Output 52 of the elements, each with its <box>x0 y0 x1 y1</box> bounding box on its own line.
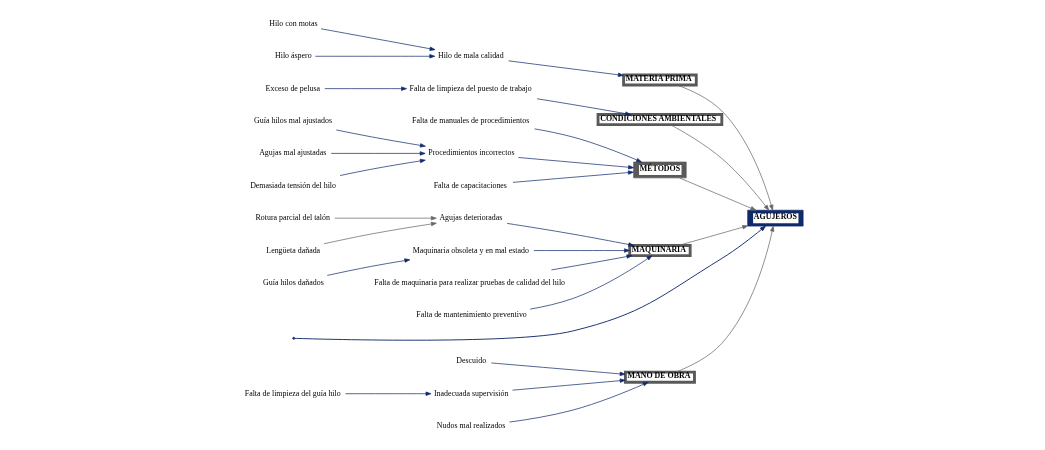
arrow <box>339 158 426 176</box>
node-text: Hilo de mala calidad <box>437 51 504 61</box>
node-text: Guía hilos dañados <box>263 277 324 287</box>
node-text: Maquinaria obsoleta y en mal estado <box>412 245 529 255</box>
node-text: Rotura parcial del talón <box>255 213 330 223</box>
arrow <box>678 225 749 246</box>
node-text: Nudos mal realizados <box>436 421 506 431</box>
node-text: Agujas mal ajustadas <box>259 148 327 158</box>
node-text: Agujas deterioradas <box>439 213 503 223</box>
arrow <box>518 157 634 170</box>
node-text: Demasiada tensión del hilo <box>250 180 337 190</box>
arrow <box>533 248 630 253</box>
node-text: Procedimientos incorrectos <box>428 148 515 158</box>
arrow <box>676 84 774 211</box>
node-text: Guía hilos mal ajustados <box>254 116 333 126</box>
arrow <box>675 225 775 373</box>
node-text: Falta de limpieza del puesto de trabajo <box>409 83 532 93</box>
arrow <box>529 255 653 310</box>
node-text: Falta de capacitaciones <box>433 180 507 190</box>
node-box: MANO DE OBRA <box>623 370 696 384</box>
arrow <box>323 221 437 245</box>
arrow <box>508 60 624 77</box>
arrow <box>320 28 436 51</box>
node-text: Falta de limpieza del guía hilo <box>244 388 341 398</box>
arrow <box>326 258 411 276</box>
arrow <box>509 381 649 423</box>
arrow <box>294 225 766 341</box>
node-text: Falta de mantenimiento preventivo <box>416 310 527 320</box>
arrow <box>324 86 407 91</box>
arrow <box>330 151 426 156</box>
node-text: Exceso de pelusa <box>265 83 321 93</box>
arrow <box>679 177 757 211</box>
node-text: Inadecuada supervisión <box>434 388 509 398</box>
arrow <box>512 170 634 183</box>
arrow <box>512 378 626 391</box>
arrow <box>670 124 770 211</box>
arrow <box>491 362 626 376</box>
node-text: Falta de manuales de procedimientos <box>412 116 530 126</box>
arrow <box>335 129 426 148</box>
node-text: Descuido <box>456 356 487 366</box>
node-box: MATERIA PRIMA <box>622 73 698 87</box>
node-text: Lengüeta dañada <box>266 245 321 255</box>
node-text: Hilo áspero <box>274 51 312 61</box>
arrow <box>345 391 432 396</box>
node-text: Falta de maquinaria para realizar pruebas de calidad del hilo <box>374 277 566 287</box>
arrow <box>551 254 633 271</box>
node-text: Hilo con motas <box>269 18 318 28</box>
arrow <box>536 98 631 116</box>
arrow <box>534 128 642 163</box>
arrow <box>334 216 437 221</box>
arrow <box>506 223 635 247</box>
arrow <box>315 54 436 59</box>
